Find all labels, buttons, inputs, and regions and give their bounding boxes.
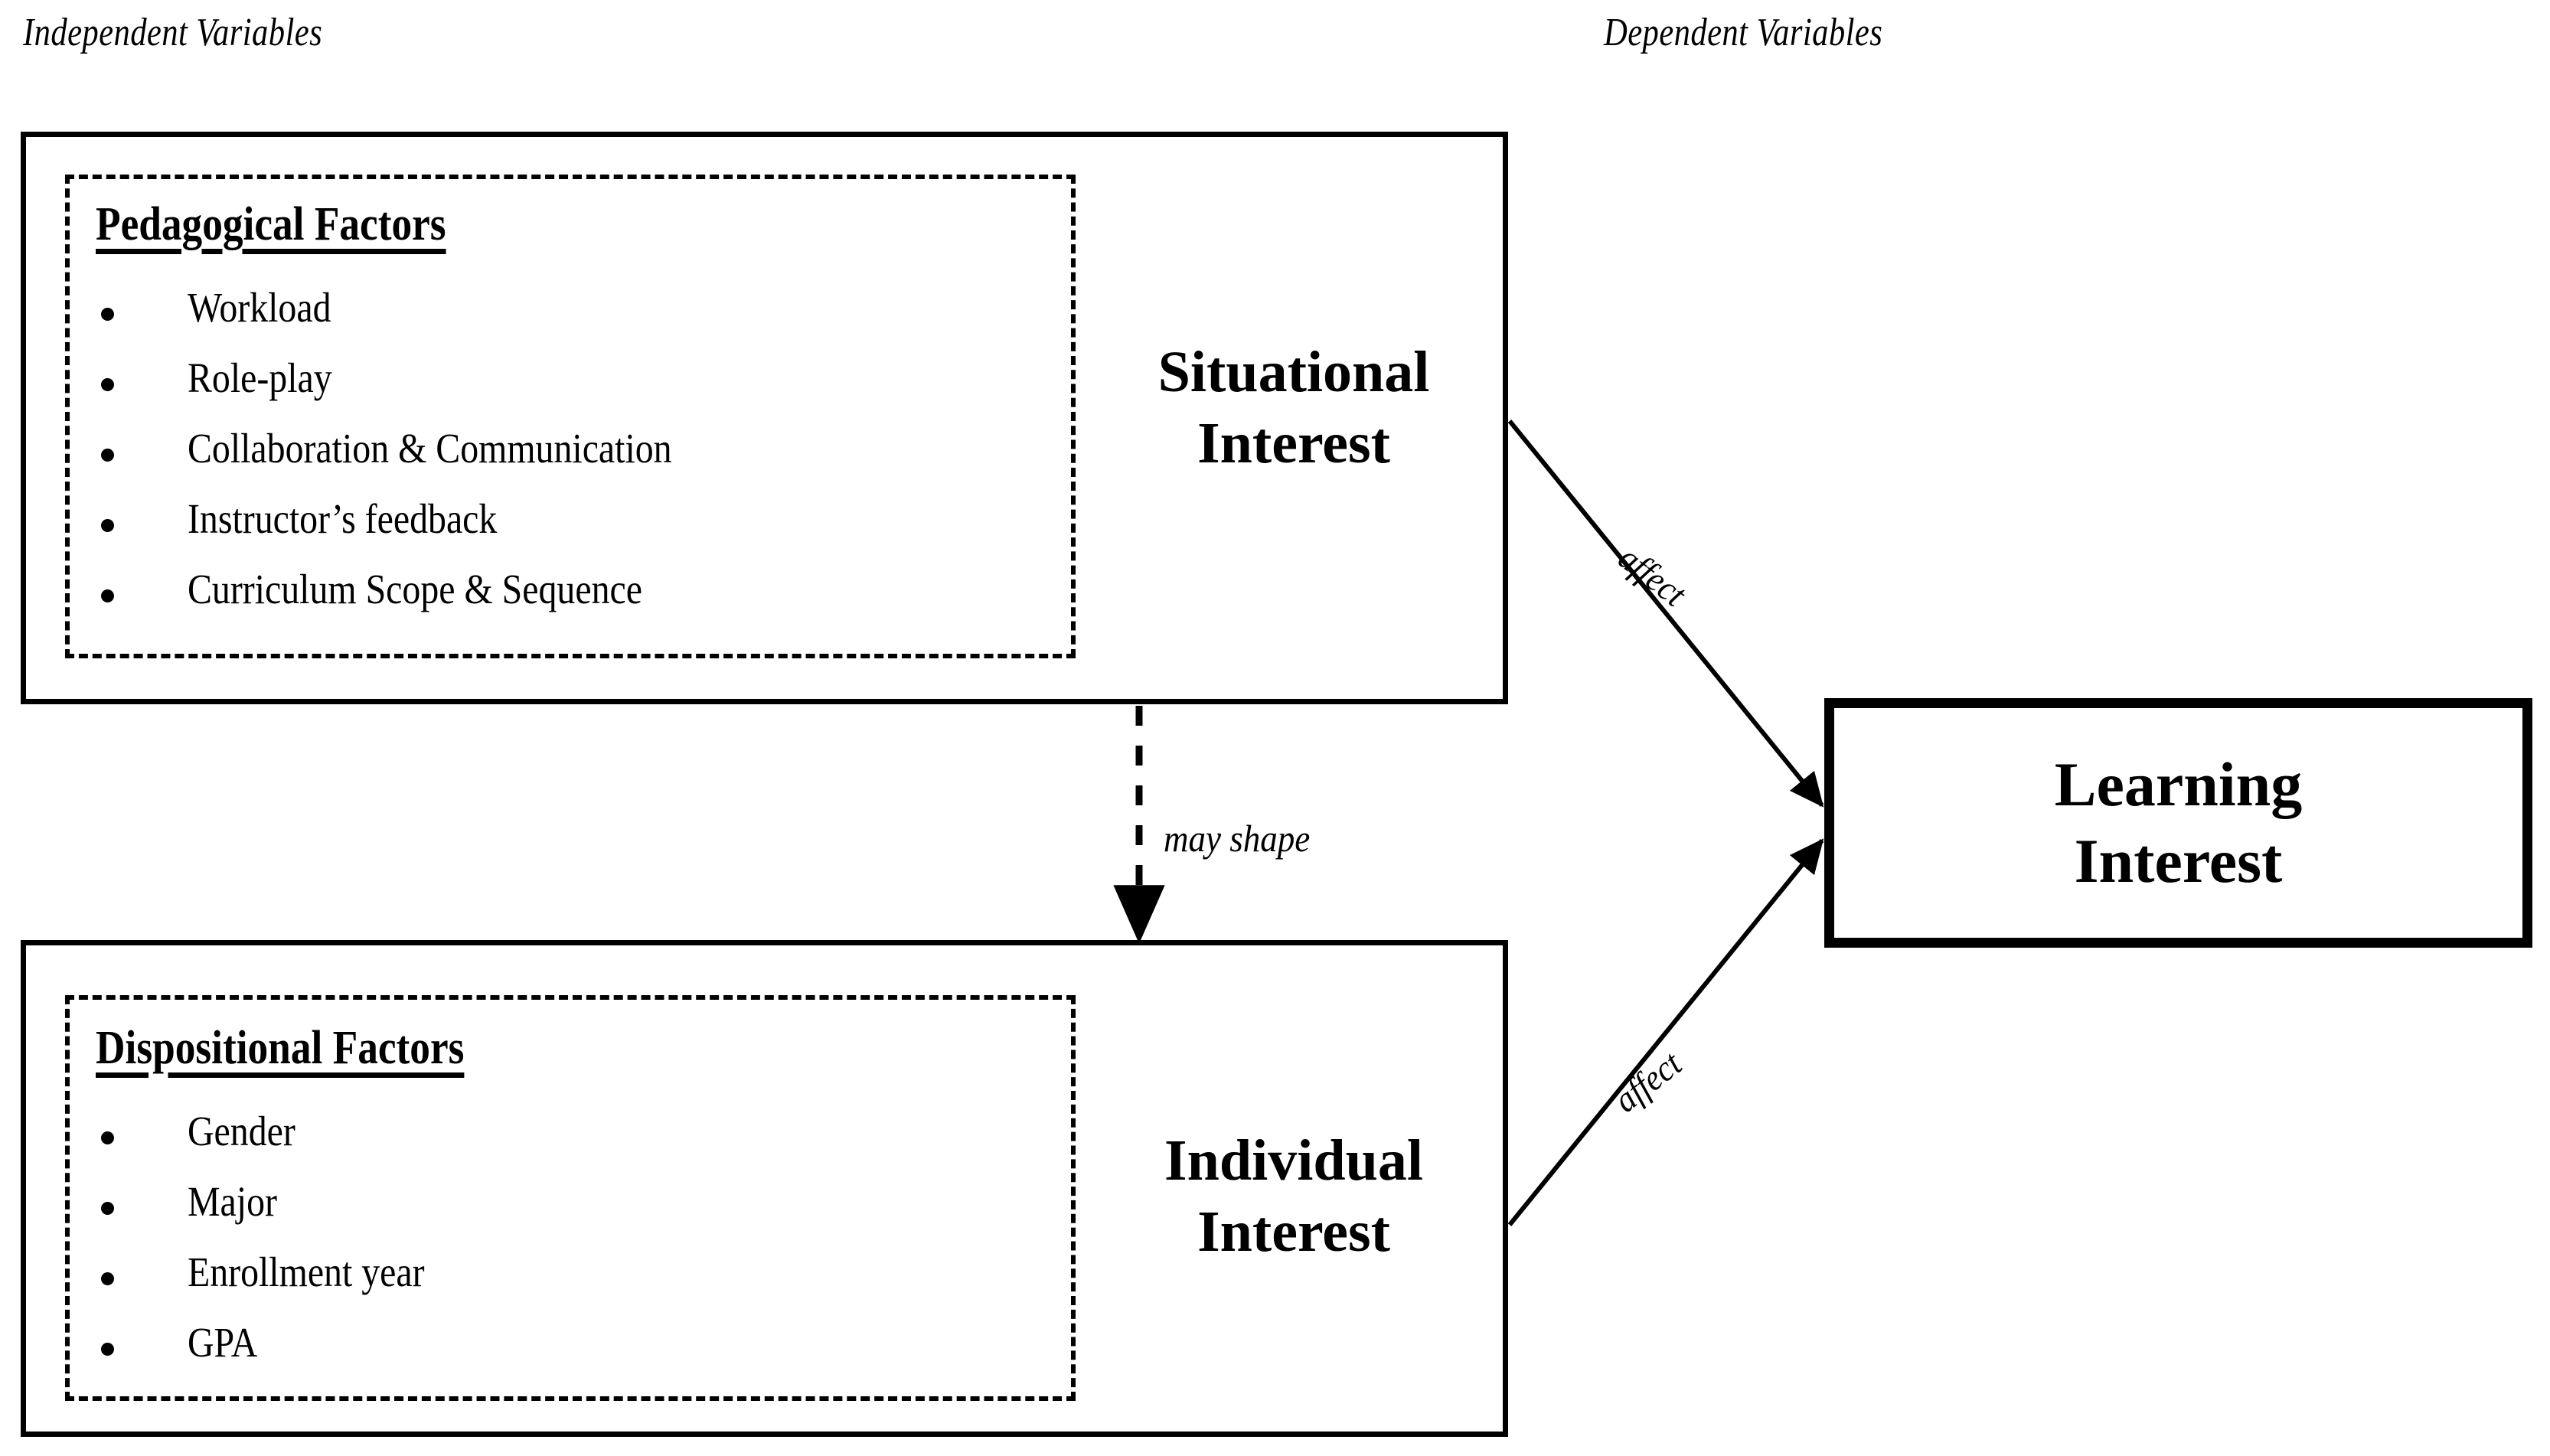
- dispositional-factors-group: [65, 995, 1076, 1401]
- individual-interest-box: [21, 940, 1508, 1437]
- bullet-dot-icon: [101, 308, 114, 321]
- dispositional-factors-title: Dispositional Factors: [96, 1022, 465, 1074]
- bullet-dot-icon: [101, 1131, 114, 1144]
- list-item-label: Major: [188, 1178, 277, 1225]
- list-item-label: Gender: [188, 1108, 295, 1154]
- learning-interest-line1: Learning: [2054, 749, 2303, 819]
- independent-variables-header: Independent Variables: [23, 11, 323, 54]
- bullet-dot-icon: [101, 1343, 114, 1356]
- bullet-dot-icon: [101, 378, 114, 391]
- affect-label-individual: affect: [1606, 1043, 1690, 1121]
- situational-interest-label: Situational Interest: [1095, 337, 1493, 478]
- list-item: Enrollment year: [96, 1251, 460, 1321]
- list-item: Role-play: [96, 357, 744, 427]
- list-item-label: Instructor’s feedback: [188, 495, 498, 542]
- list-item: Curriculum Scope & Sequence: [96, 568, 744, 638]
- may-shape-label: may shape: [1164, 817, 1311, 860]
- list-item-label: Workload: [188, 284, 331, 331]
- pedagogical-factors-title: Pedagogical Factors: [96, 198, 446, 250]
- list-item: Collaboration & Communication: [96, 427, 744, 498]
- list-item-label: Enrollment year: [188, 1249, 425, 1295]
- list-item-label: Collaboration & Communication: [188, 425, 672, 472]
- dependent-variables-header: Dependent Variables: [1604, 11, 1883, 54]
- bullet-dot-icon: [101, 449, 114, 462]
- individual-interest-line2: Interest: [1197, 1199, 1390, 1264]
- learning-interest-box: Learning Interest: [1824, 698, 2532, 948]
- bullet-dot-icon: [101, 1272, 114, 1285]
- list-item-label: Curriculum Scope & Sequence: [188, 566, 642, 612]
- individual-interest-line1: Individual: [1164, 1128, 1423, 1193]
- situational-interest-line1: Situational: [1157, 340, 1430, 404]
- dispositional-factors-list: Gender Major Enrollment year GPA: [96, 1110, 460, 1392]
- bullet-dot-icon: [101, 519, 114, 532]
- learning-interest-line2: Interest: [2074, 826, 2283, 896]
- list-item: Major: [96, 1180, 460, 1251]
- list-item: Workload: [96, 286, 744, 357]
- affect-connector-situational: [1507, 419, 1824, 808]
- bullet-dot-icon: [101, 1202, 114, 1215]
- pedagogical-factors-list: Workload Role-play Collaboration & Commu…: [96, 286, 744, 638]
- list-item: Gender: [96, 1110, 460, 1180]
- list-item-label: GPA: [188, 1319, 258, 1366]
- learning-interest-label: Learning Interest: [2055, 746, 2302, 899]
- individual-interest-label: Individual Interest: [1095, 1125, 1493, 1267]
- situational-interest-line2: Interest: [1197, 410, 1390, 475]
- bullet-dot-icon: [101, 589, 114, 602]
- situational-interest-box: [21, 132, 1508, 704]
- pedagogical-factors-group: [65, 175, 1076, 658]
- affect-label-situational: affect: [1611, 537, 1694, 615]
- list-item: Instructor’s feedback: [96, 498, 744, 568]
- affect-connector-individual: [1507, 838, 1824, 1226]
- list-item: GPA: [96, 1321, 460, 1392]
- list-item-label: Role-play: [188, 354, 332, 401]
